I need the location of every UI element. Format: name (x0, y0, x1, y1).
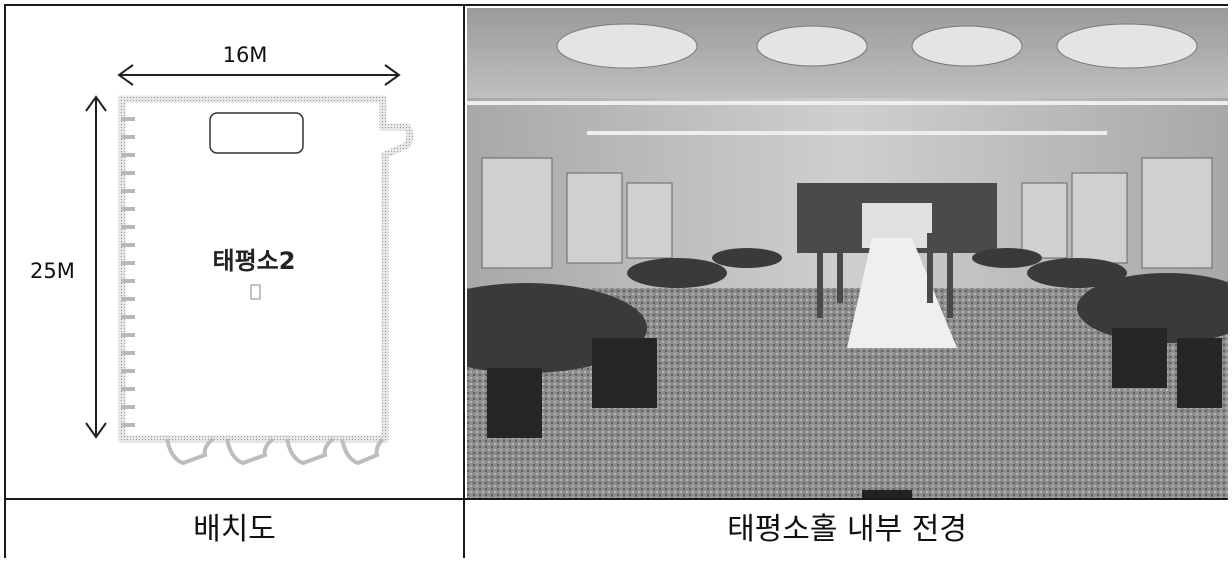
table-border-mid-horizontal (4, 498, 1228, 500)
room-marker (250, 284, 261, 300)
table-border-left (4, 4, 6, 558)
width-label: 16M (223, 43, 268, 67)
room-name-label: 태평소2 (213, 247, 296, 275)
floor-plan-cell: 16M 25M 태평소2 (7, 7, 462, 497)
table-border-top (4, 4, 1228, 6)
layout-table (4, 4, 1228, 558)
table-border-mid-vertical (463, 4, 465, 558)
hall-interior-photo (467, 8, 1228, 498)
stage-box (209, 112, 304, 154)
height-dimension-arrow (85, 95, 107, 439)
hall-photo-illustration (467, 8, 1228, 498)
width-dimension-arrow (117, 64, 401, 86)
floor-plan-caption: 배치도 (193, 512, 276, 547)
height-label: 25M (30, 259, 75, 283)
hall-photo-caption: 태평소홀 내부 전경 (727, 512, 967, 547)
room-outline (118, 95, 414, 466)
floor-plan-diagram: 16M 25M 태평소2 (30, 43, 414, 466)
